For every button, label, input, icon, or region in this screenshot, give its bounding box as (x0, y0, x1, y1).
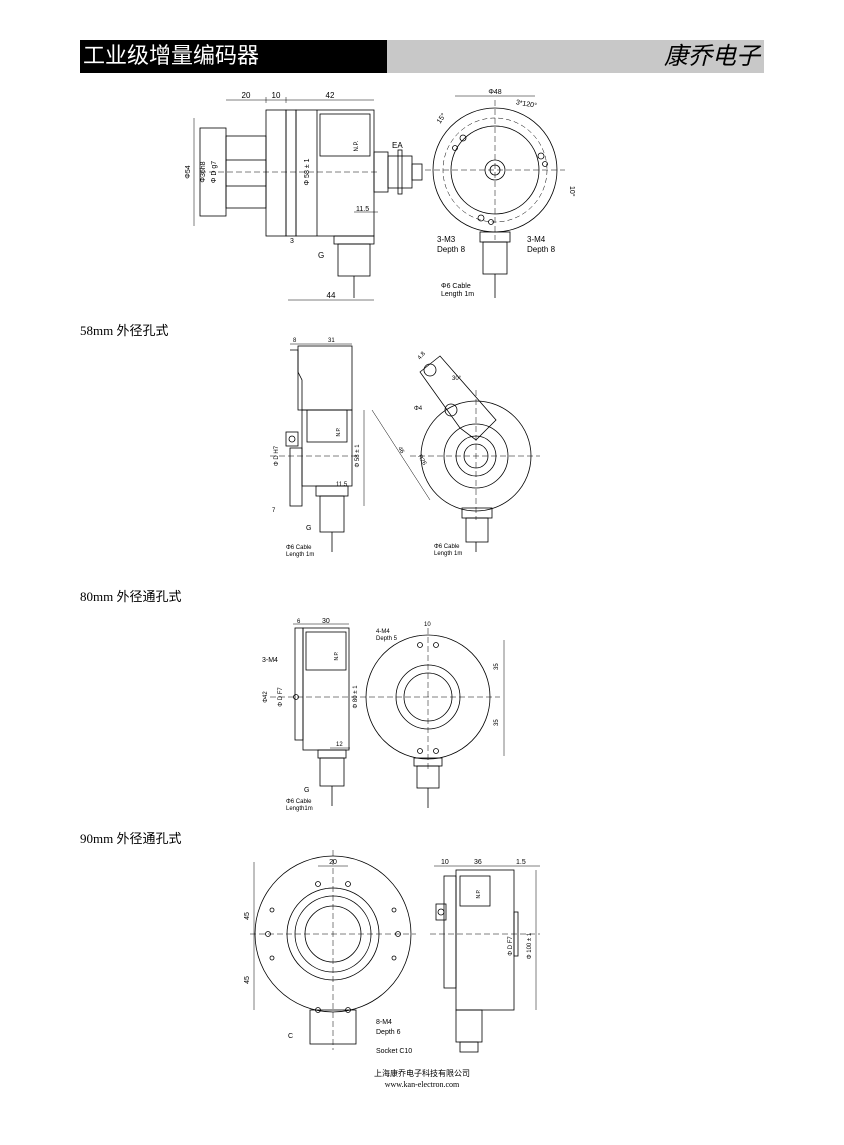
footer-company: 上海康乔电子科技有限公司 (374, 1069, 470, 1078)
d3-dim-30: 30 (322, 618, 330, 625)
d4-depth6: Depth 6 (376, 1029, 401, 1036)
section-title-58mm: 58mm 外径孔式 (80, 323, 169, 338)
drawing-1-side-view (193, 97, 423, 301)
d2-np: N.P. (336, 427, 342, 436)
d3-phid: Φ D F7 (278, 687, 284, 707)
d1-phi36: Φ36h8 (200, 161, 207, 182)
d1-dim-42: 42 (326, 91, 335, 100)
d3-phi80: Φ 80 ± 1 (353, 685, 359, 709)
d2-cable: Φ6 Cable (286, 545, 312, 551)
d1-ea: EA (392, 141, 403, 150)
d3-g: G (304, 787, 309, 794)
d3-dim-6: 6 (297, 619, 301, 625)
d3-dim-10: 10 (424, 622, 431, 628)
d4-dim-45-b: 45 (244, 976, 251, 984)
d1-ang-10: 10° (568, 186, 576, 197)
d1-3m3: 3-M3 (437, 235, 456, 244)
d4-dim-20: 20 (329, 859, 337, 866)
d1-ang-15: 15° (435, 112, 448, 125)
d2-cable-2: Φ6 Cable (434, 544, 460, 550)
d3-cable: Φ6 Cable (286, 799, 312, 805)
d2-dim-46: 46 (396, 446, 405, 455)
d4-8m4: 8-M4 (376, 1019, 392, 1026)
d2-dim-r: R26 (416, 454, 427, 467)
d2-length: Length 1m (286, 552, 314, 558)
d2-phi58: Φ 58 ± 1 (355, 444, 361, 468)
drawing-2-front-view (371, 355, 540, 552)
d3-np: N.P. (334, 651, 340, 660)
d1-phi48: Φ48 (488, 89, 501, 96)
header-brand: 康乔电子 (387, 40, 764, 73)
d1-3m4: 3-M4 (527, 235, 546, 244)
d1-length: Length 1m (441, 291, 474, 298)
d1-dim-44: 44 (327, 291, 336, 300)
d1-dim-10: 10 (272, 91, 281, 100)
d4-np: N.P. (476, 889, 482, 898)
drawing-4-side-view (430, 865, 540, 1053)
d4-phi100: Φ 100 ± 1 (527, 932, 533, 959)
d3-dim-12: 12 (336, 742, 343, 748)
d2-dim-7: 7 (272, 508, 276, 514)
d1-phi58: Φ 58 ± 1 (304, 158, 311, 185)
footer-website: www.kan-electron.com (384, 1080, 460, 1089)
d3-depth5: Depth 5 (376, 636, 398, 642)
d4-dim-10: 10 (441, 859, 449, 866)
d1-dim-11.5: 11.5 (356, 206, 369, 213)
d1-depth8-a: Depth 8 (437, 245, 466, 254)
d1-ang-3x120: 3*120° (515, 98, 537, 110)
d3-dim-35-b: 35 (494, 719, 500, 726)
d2-phi4: Φ4 (414, 406, 423, 412)
d3-phi42: Φ42 (263, 691, 269, 703)
d3-4m4: 4-M4 (376, 629, 390, 635)
d2-dim-11.5: 11.5 (336, 482, 348, 488)
d3-dim-35-a: 35 (494, 663, 500, 670)
d2-phid: Φ D H7 (274, 445, 280, 466)
drawing-3-front-view (360, 628, 505, 808)
d2-dim-4.8: 4.8 (417, 351, 427, 362)
d2-dim-31: 31 (328, 338, 335, 344)
d4-c: C (288, 1033, 293, 1040)
d4-phid: Φ D F7 (508, 936, 514, 956)
section-title-80mm: 80mm 外径通孔式 (80, 589, 182, 604)
drawing-3-side-view (270, 623, 360, 806)
d1-np: N.P. (354, 140, 360, 151)
d3-length: Length1m (286, 806, 313, 812)
d1-dim-3: 3 (290, 238, 294, 245)
d1-depth8-b: Depth 8 (527, 245, 556, 254)
d3-3m4: 3-M4 (262, 657, 278, 664)
d4-dim-45-a: 45 (244, 912, 251, 920)
d1-phi54: Φ54 (185, 165, 192, 178)
d2-dim-8: 8 (293, 338, 297, 344)
d1-phid: Φ D g7 (211, 161, 218, 183)
header-title: 工业级增量编码器 (80, 40, 387, 73)
d1-cable: Φ6 Cable (441, 283, 471, 290)
d2-ang-30: 30° (452, 376, 462, 382)
d4-socket: Socket C10 (376, 1048, 412, 1055)
drawing-4-front-view (250, 850, 416, 1050)
d2-g: G (306, 525, 311, 532)
d4-dim-1.5: 1.5 (516, 859, 526, 866)
d4-dim-36: 36 (474, 859, 482, 866)
d1-g: G (318, 251, 324, 260)
drawing-1-front-view (425, 95, 565, 298)
section-title-90mm: 90mm 外径通孔式 (80, 831, 182, 846)
d2-length-2: Length 1m (434, 551, 462, 557)
drawing-2-side-view (270, 343, 365, 552)
d1-dim-20: 20 (242, 91, 251, 100)
